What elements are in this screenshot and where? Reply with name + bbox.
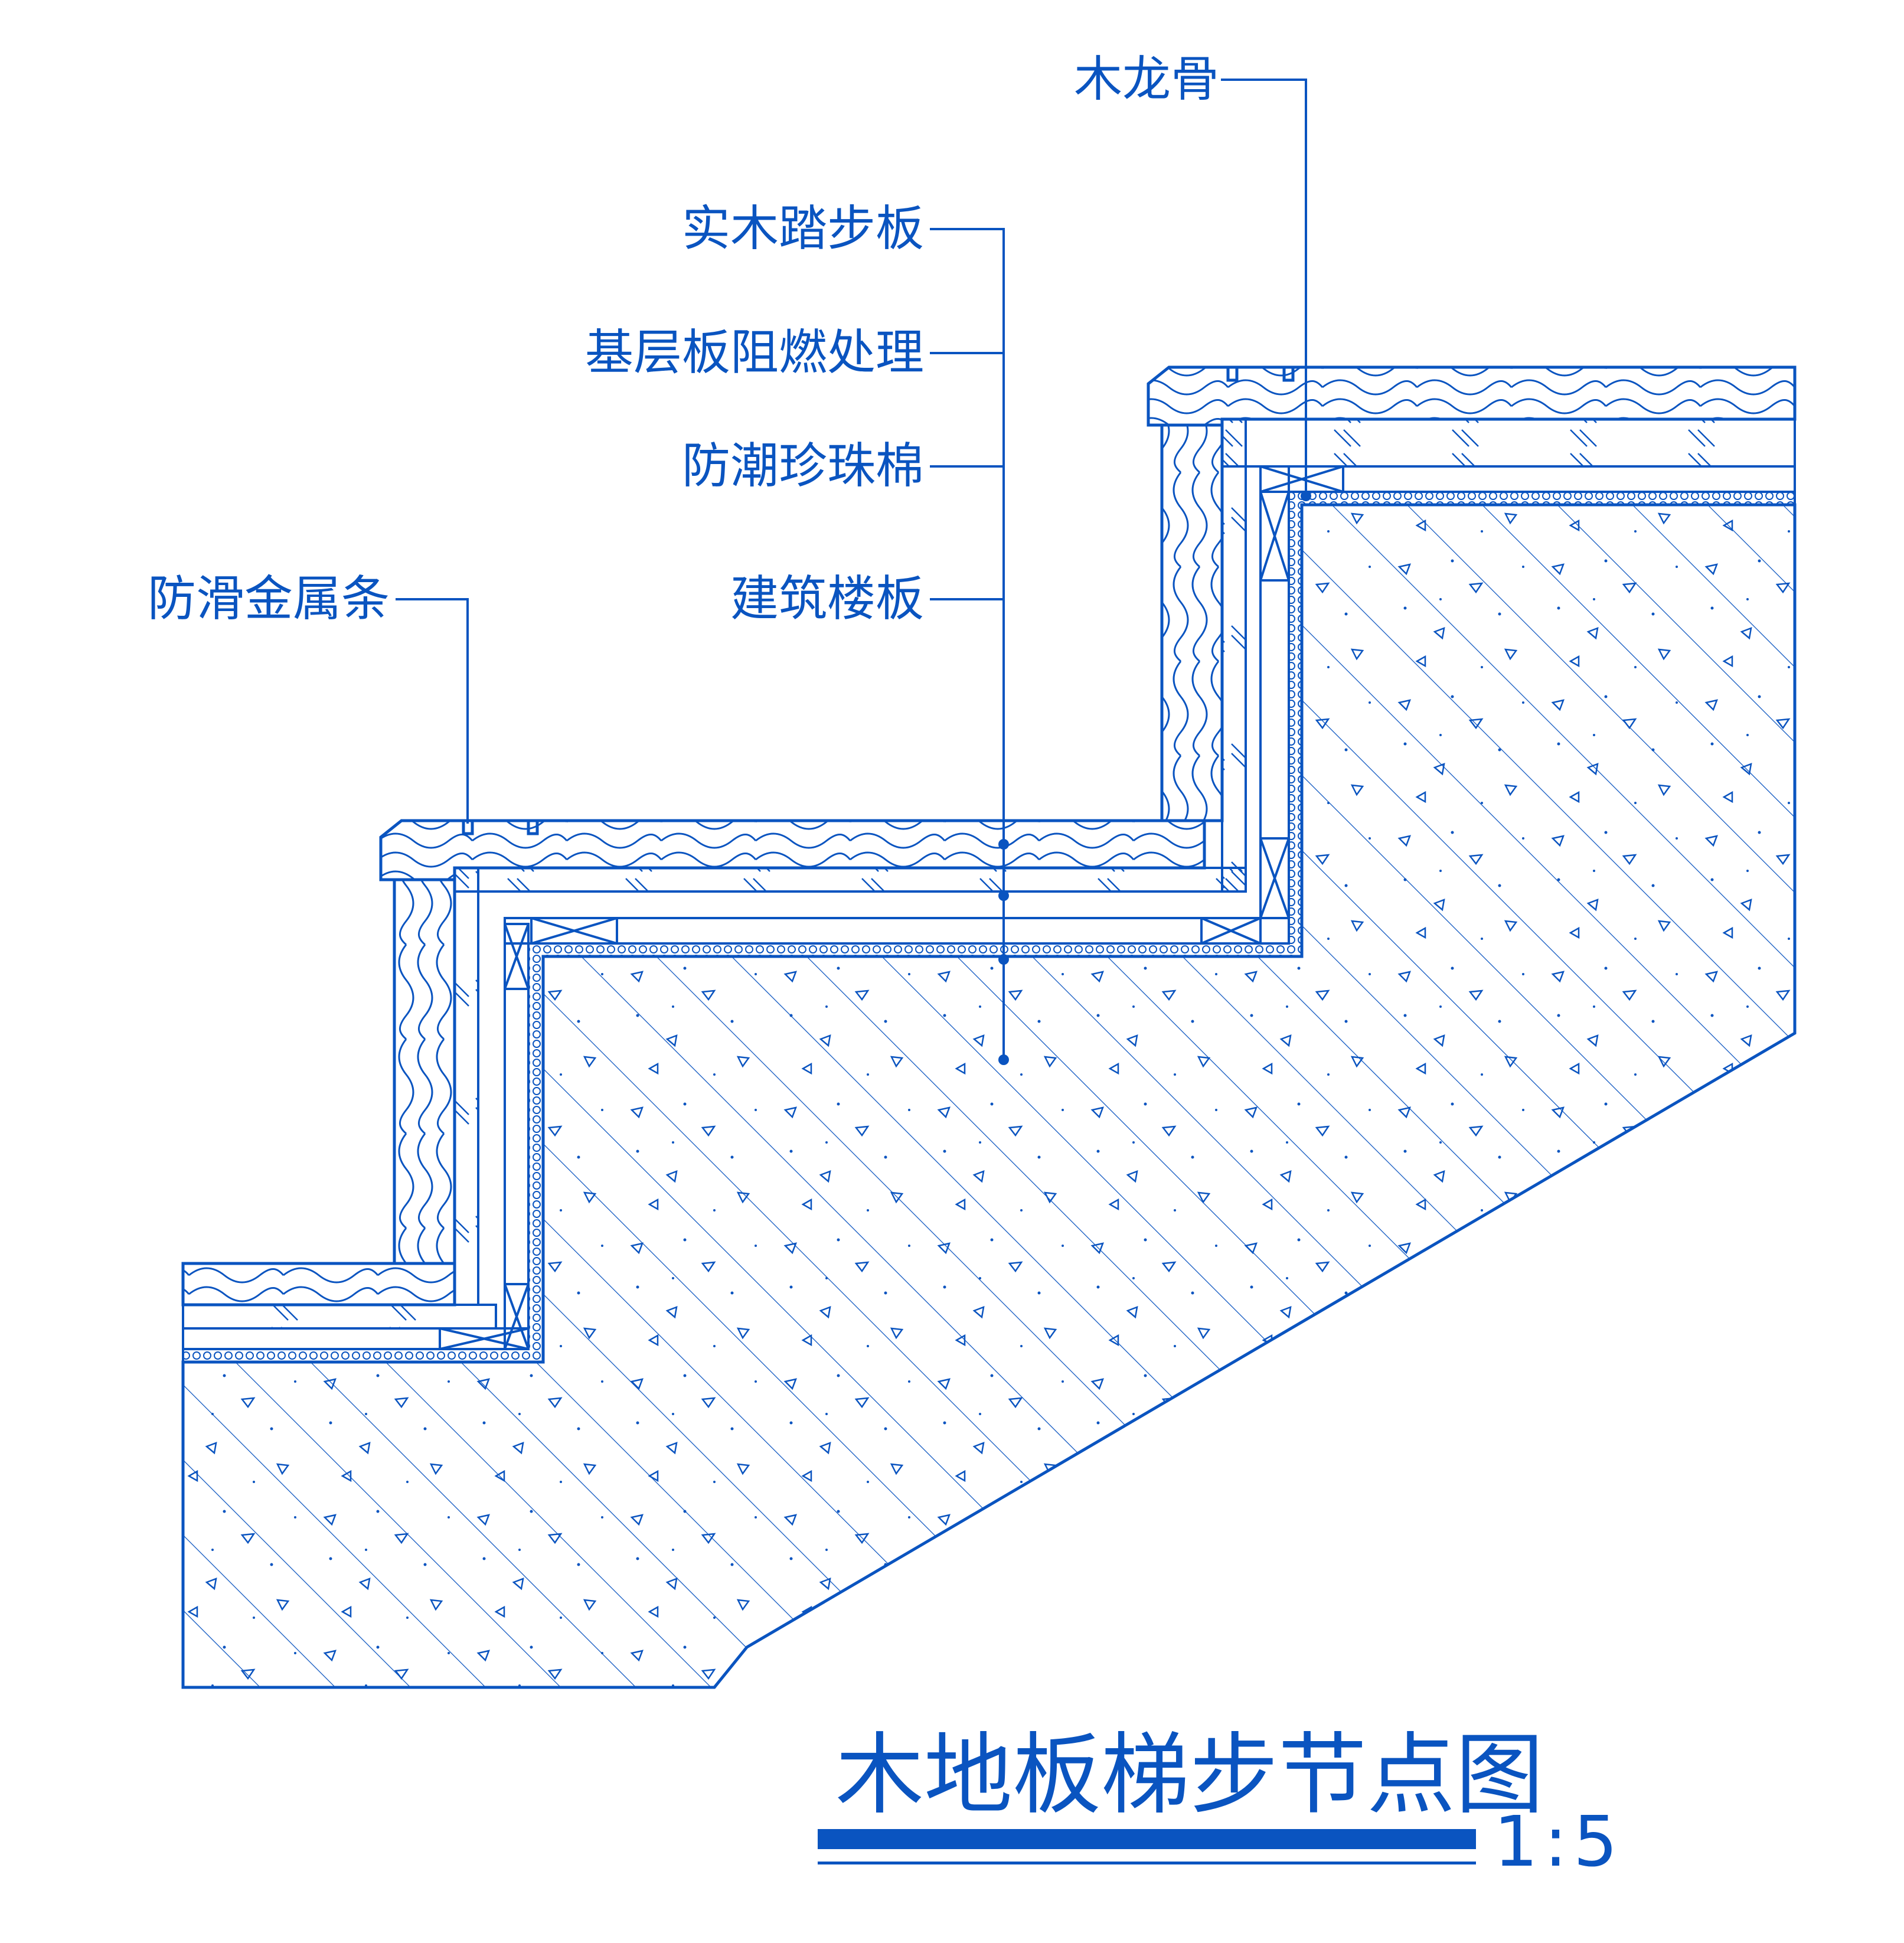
- label-tread: 实木踏步板: [682, 201, 924, 257]
- wood-keel-blocks: [439, 465, 1344, 1350]
- label-keel: 木龙骨: [1074, 51, 1219, 107]
- leader-keel: [1221, 79, 1307, 496]
- leader-anti-slip: [396, 598, 469, 824]
- anti-slip-strips: [462, 367, 1295, 835]
- title-underline-thin: [818, 1862, 1476, 1864]
- solid-wood-treads: [181, 365, 1797, 1307]
- label-foam: 防潮珍珠棉: [682, 438, 924, 494]
- leader-lines: [396, 79, 1307, 1060]
- drawing-scale: 1:5: [1494, 1801, 1624, 1882]
- leader-tread: [930, 228, 1005, 1060]
- leader-dots: [998, 491, 1311, 1065]
- label-slab: 建筑楼板: [730, 571, 924, 627]
- title-underline-thick: [818, 1829, 1476, 1849]
- label-base-board: 基层板阻燃处理: [585, 325, 924, 381]
- label-anti-slip: 防滑金属条: [148, 571, 390, 627]
- drawing-title: 木地板梯步节点图: [835, 1724, 1544, 1827]
